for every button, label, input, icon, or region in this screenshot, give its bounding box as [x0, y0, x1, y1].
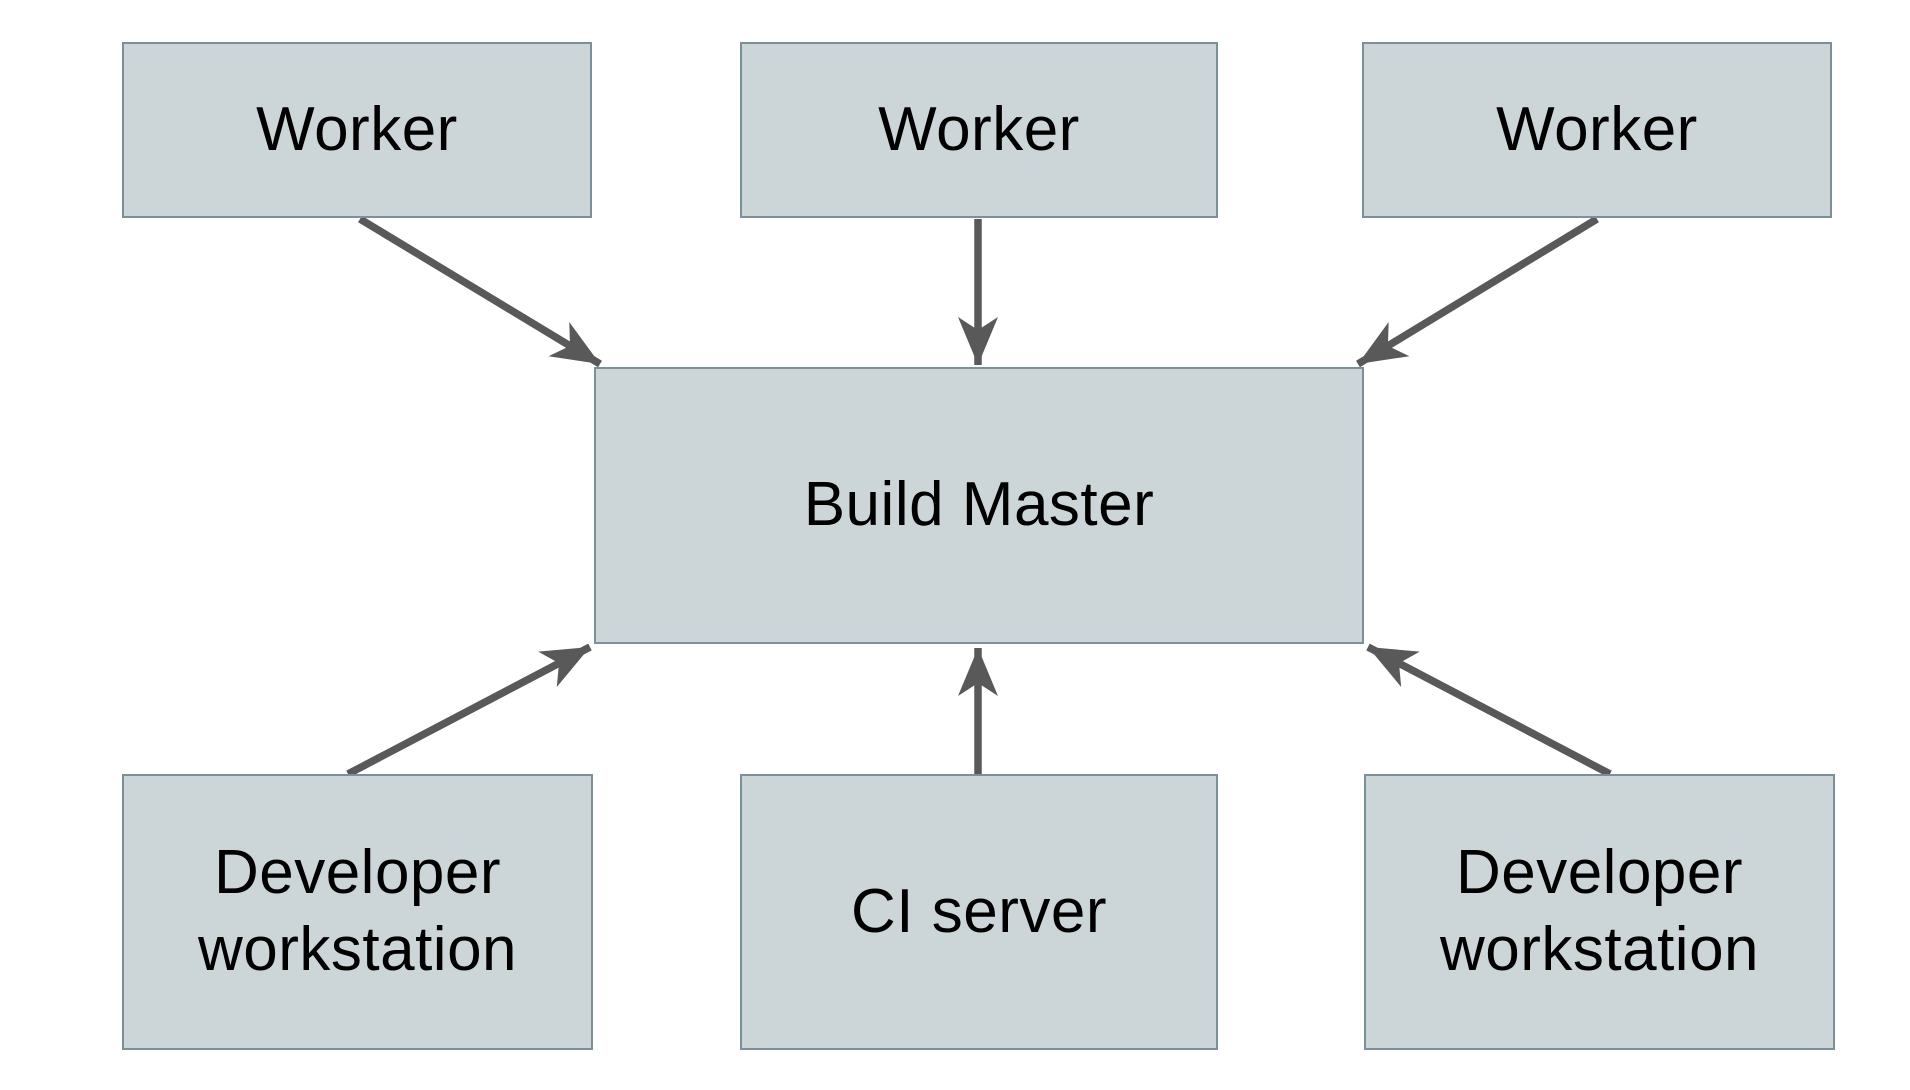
- node-dev-workstation-left: Developer workstation: [122, 774, 593, 1050]
- node-label-build-master: Build Master: [803, 470, 1155, 540]
- node-worker-3: Worker: [1362, 42, 1832, 218]
- node-ci-server: CI server: [740, 774, 1218, 1050]
- node-label-worker-1: Worker: [256, 94, 458, 164]
- node-dev-workstation-right: Developer workstation: [1364, 774, 1835, 1050]
- node-label-dev-workstation-left: Developer workstation: [197, 838, 518, 984]
- edge-worker-1-to-build-master: [358, 215, 602, 368]
- node-label-dev-workstation-right: Developer workstation: [1439, 838, 1760, 984]
- node-worker-1: Worker: [122, 42, 592, 218]
- edge-dev-workstation-left-to-build-master: [346, 643, 592, 778]
- node-label-worker-2: Worker: [878, 94, 1080, 164]
- edge-dev-workstation-right-to-build-master: [1366, 643, 1612, 778]
- node-build-master: Build Master: [594, 367, 1364, 644]
- node-label-worker-3: Worker: [1496, 94, 1698, 164]
- edge-worker-3-to-build-master: [1356, 215, 1599, 368]
- node-worker-2: Worker: [740, 42, 1218, 218]
- node-label-ci-server: CI server: [851, 876, 1107, 946]
